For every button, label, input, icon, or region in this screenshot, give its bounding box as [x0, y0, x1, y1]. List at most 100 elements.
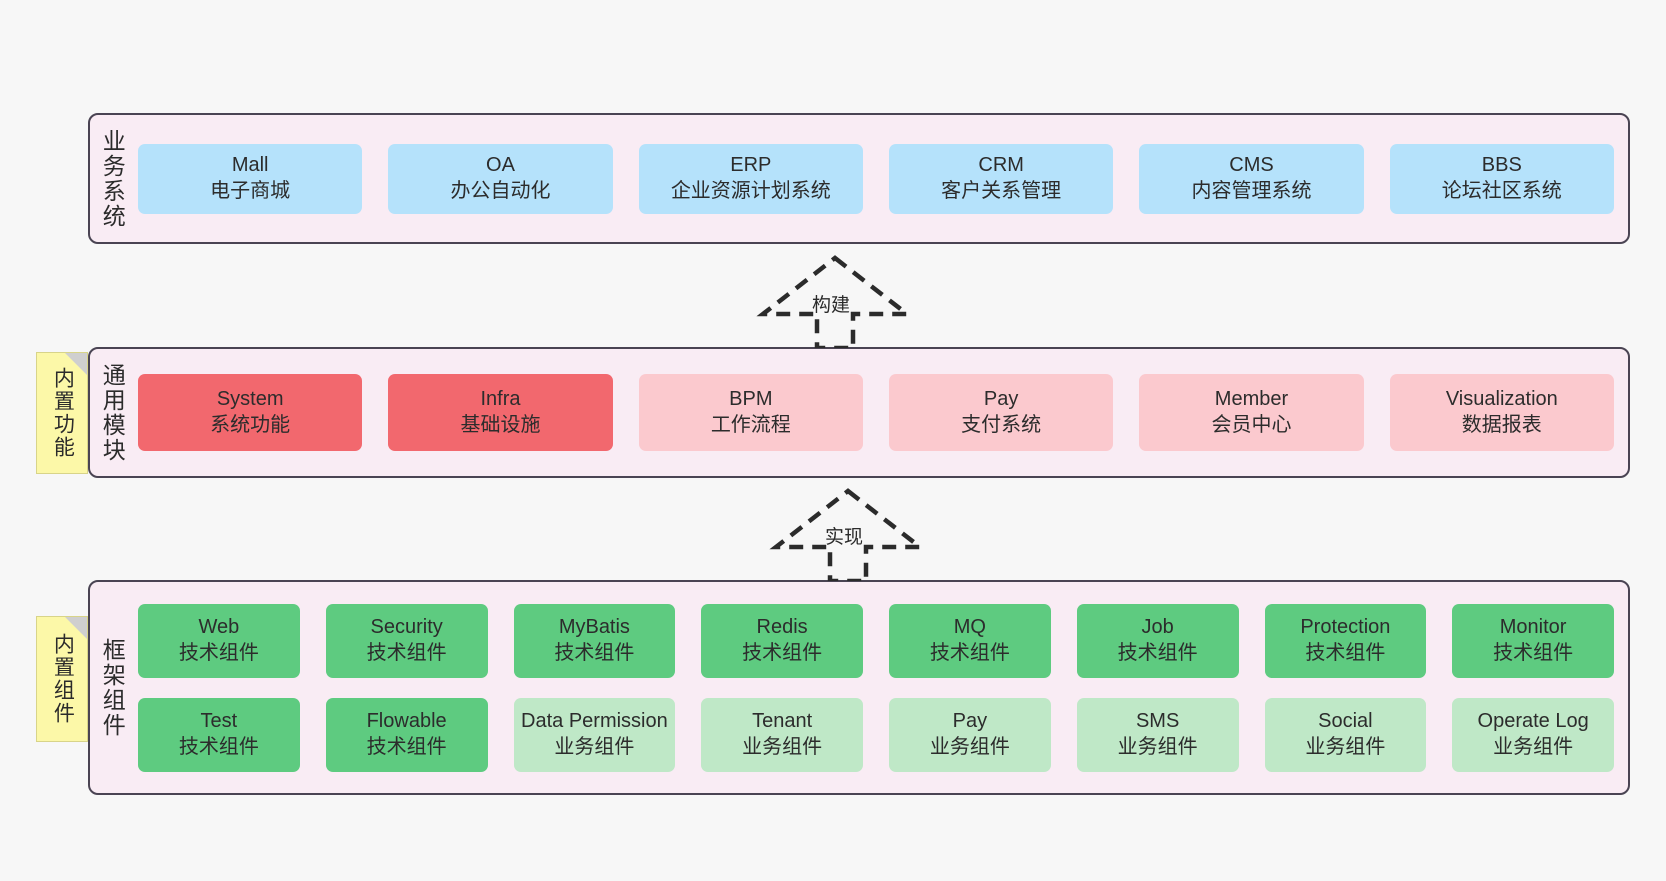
card-bbs-name: BBS — [1481, 153, 1522, 176]
connector-build-arrow — [756, 255, 914, 348]
card-tenant-name: Tenant — [752, 709, 813, 732]
card-bpm[interactable]: BPM 工作流程 — [638, 374, 863, 451]
card-visualization[interactable]: Visualization 数据报表 — [1389, 374, 1614, 451]
card-oa-desc: 办公自动化 — [450, 179, 551, 202]
framework-card-row-2: Test 技术组件 Flowable 技术组件 Data Permission … — [138, 697, 1614, 772]
card-web-name: Web — [198, 615, 240, 638]
layer-business-systems-title: 业务系统 — [99, 128, 126, 229]
card-erp-name: ERP — [730, 153, 772, 176]
card-system-name: System — [216, 387, 284, 410]
card-social[interactable]: Social 业务组件 — [1264, 697, 1427, 772]
card-mq-desc: 技术组件 — [929, 641, 1010, 664]
framework-card-row-1: Web 技术组件 Security 技术组件 MyBatis 技术组件 Redi… — [138, 603, 1614, 678]
card-redis-name: Redis — [756, 615, 808, 638]
connector-implement-label: 实现 — [825, 527, 864, 548]
layer-framework-components: 框架组件 Web 技术组件 Security 技术组件 MyBatis 技术组件… — [88, 580, 1630, 795]
card-bbs-desc: 论坛社区系统 — [1441, 179, 1562, 202]
card-social-desc: 业务组件 — [1305, 735, 1386, 758]
card-cms-name: CMS — [1229, 153, 1274, 176]
card-redis-desc: 技术组件 — [742, 641, 823, 664]
note-builtin-features: 内置功能 — [36, 352, 88, 474]
card-web[interactable]: Web 技术组件 — [138, 603, 300, 678]
card-mall[interactable]: Mall 电子商城 — [138, 143, 363, 214]
layer-common-modules: 通用模块 System 系统功能 Infra 基础设施 BPM 工作流程 Pay… — [88, 347, 1630, 478]
card-cms-desc: 内容管理系统 — [1191, 179, 1312, 202]
card-test-name: Test — [200, 709, 238, 732]
card-operate-log-name: Operate Log — [1477, 709, 1589, 732]
layer-common-modules-body: System 系统功能 Infra 基础设施 BPM 工作流程 Pay 支付系统… — [134, 349, 1628, 476]
card-data-permission-desc: 业务组件 — [554, 735, 635, 758]
card-flowable-name: Flowable — [366, 709, 447, 732]
card-crm[interactable]: CRM 客户关系管理 — [888, 143, 1114, 214]
card-infra-name: Infra — [480, 387, 521, 410]
card-data-permission-name: Data Permission — [521, 709, 668, 732]
layer-business-systems-body: Mall 电子商城 OA 办公自动化 ERP 企业资源计划系统 CRM 客户关系… — [134, 115, 1628, 242]
card-security-desc: 技术组件 — [366, 641, 447, 664]
card-protection-desc: 技术组件 — [1305, 641, 1386, 664]
card-flowable-desc: 技术组件 — [366, 735, 447, 758]
card-redis[interactable]: Redis 技术组件 — [701, 603, 863, 678]
card-sms-desc: 业务组件 — [1117, 735, 1198, 758]
card-flowable[interactable]: Flowable 技术组件 — [325, 697, 488, 772]
card-cms[interactable]: CMS 内容管理系统 — [1139, 143, 1364, 214]
card-pay-component-name: Pay — [952, 709, 988, 732]
card-visualization-desc: 数据报表 — [1461, 413, 1542, 436]
card-crm-name: CRM — [978, 153, 1024, 176]
card-protection[interactable]: Protection 技术组件 — [1264, 603, 1427, 678]
card-social-name: Social — [1318, 709, 1373, 732]
card-member-name: Member — [1214, 387, 1289, 410]
card-sms-name: SMS — [1135, 709, 1180, 732]
card-pay-module[interactable]: Pay 支付系统 — [888, 374, 1114, 451]
card-monitor[interactable]: Monitor 技术组件 — [1452, 603, 1614, 678]
connector-build-label: 构建 — [812, 295, 851, 316]
card-visualization-name: Visualization — [1445, 387, 1558, 410]
card-test-desc: 技术组件 — [178, 735, 259, 758]
card-system[interactable]: System 系统功能 — [138, 374, 363, 451]
card-pay-component[interactable]: Pay 业务组件 — [889, 697, 1051, 772]
card-mall-desc: 电子商城 — [210, 179, 291, 202]
card-bbs[interactable]: BBS 论坛社区系统 — [1389, 143, 1614, 214]
modules-card-row: System 系统功能 Infra 基础设施 BPM 工作流程 Pay 支付系统… — [138, 374, 1614, 451]
card-operate-log-desc: 业务组件 — [1493, 735, 1574, 758]
card-oa-name: OA — [486, 153, 515, 176]
card-security[interactable]: Security 技术组件 — [325, 603, 488, 678]
card-oa[interactable]: OA 办公自动化 — [388, 143, 613, 214]
card-pay-module-desc: 支付系统 — [961, 413, 1042, 436]
connector-implement-arrow — [769, 488, 927, 581]
card-mybatis[interactable]: MyBatis 技术组件 — [513, 603, 676, 678]
card-mq-name: MQ — [953, 615, 986, 638]
note-builtin-features-label: 内置功能 — [51, 367, 75, 459]
card-job[interactable]: Job 技术组件 — [1076, 603, 1239, 678]
note-fold-corner-icon — [65, 353, 87, 375]
card-pay-component-desc: 业务组件 — [929, 735, 1010, 758]
card-operate-log[interactable]: Operate Log 业务组件 — [1452, 697, 1614, 772]
layer-framework-components-body: Web 技术组件 Security 技术组件 MyBatis 技术组件 Redi… — [134, 582, 1628, 793]
card-security-name: Security — [370, 615, 443, 638]
card-tenant-desc: 业务组件 — [742, 735, 823, 758]
card-erp[interactable]: ERP 企业资源计划系统 — [638, 143, 863, 214]
layer-common-modules-title: 通用模块 — [99, 362, 126, 463]
card-member-desc: 会员中心 — [1211, 413, 1292, 436]
card-job-desc: 技术组件 — [1117, 641, 1198, 664]
note-builtin-components-label: 内置组件 — [51, 633, 75, 725]
card-sms[interactable]: SMS 业务组件 — [1076, 697, 1239, 772]
card-erp-desc: 企业资源计划系统 — [670, 179, 831, 202]
note-fold-corner-icon — [65, 617, 87, 639]
note-builtin-components: 内置组件 — [36, 616, 88, 742]
card-job-name: Job — [1141, 615, 1174, 638]
card-infra-desc: 基础设施 — [460, 413, 541, 436]
card-test[interactable]: Test 技术组件 — [138, 697, 300, 772]
card-web-desc: 技术组件 — [178, 641, 259, 664]
layer-business-systems: 业务系统 Mall 电子商城 OA 办公自动化 ERP 企业资源计划系统 CRM… — [88, 113, 1630, 244]
card-system-desc: 系统功能 — [210, 413, 291, 436]
card-bpm-name: BPM — [729, 387, 773, 410]
card-tenant[interactable]: Tenant 业务组件 — [701, 697, 863, 772]
card-infra[interactable]: Infra 基础设施 — [388, 374, 613, 451]
card-mq[interactable]: MQ 技术组件 — [889, 603, 1051, 678]
card-member[interactable]: Member 会员中心 — [1139, 374, 1364, 451]
card-bpm-desc: 工作流程 — [710, 413, 791, 436]
card-monitor-name: Monitor — [1499, 615, 1567, 638]
card-mybatis-desc: 技术组件 — [554, 641, 635, 664]
card-data-permission[interactable]: Data Permission 业务组件 — [513, 697, 676, 772]
